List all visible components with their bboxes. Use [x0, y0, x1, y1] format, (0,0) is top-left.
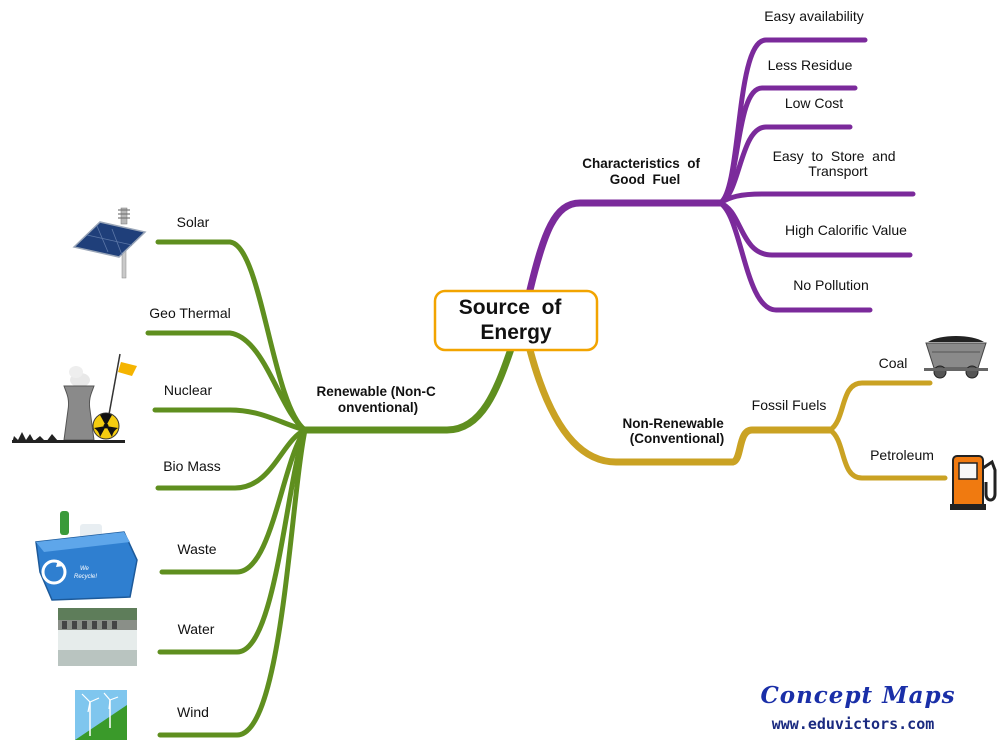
- non-renewable-branch: [526, 346, 948, 481]
- leaf-petroleum: Petroleum: [870, 447, 934, 463]
- branch-line-nuclear: [152, 407, 308, 433]
- non-renewable-main-line: [526, 346, 834, 466]
- non-renewable-label: Non-Renewable (Conventional): [622, 416, 727, 446]
- recycle-bin-lettering: We Recycle!: [74, 566, 97, 580]
- leaf-water: Water: [178, 621, 215, 637]
- renewable-label: Renewable (Non-C onventional): [316, 384, 439, 415]
- recycle-bin-icon: We Recycle!: [35, 511, 138, 601]
- branch-line-easy-to-store: [717, 191, 916, 206]
- branch-line-wind: [157, 427, 308, 738]
- characteristics-label: Characteristics of Good Fuel: [582, 156, 704, 187]
- logo-url: www.eduvictors.com: [772, 715, 935, 733]
- characteristics-label-line-1: Characteristics of: [582, 156, 700, 171]
- renewable-main-line: [301, 342, 516, 434]
- leaf-bio-mass: Bio Mass: [163, 458, 221, 474]
- central-node-title: Source of Energy: [459, 296, 568, 344]
- branch-line-waste: [159, 427, 308, 575]
- fossil-fuels-label: Fossil Fuels: [752, 397, 827, 413]
- recycle-bin-lettering-line-2: Recycle!: [74, 574, 97, 580]
- leaf-easy-to-store-line-1: Easy to Store and: [773, 148, 896, 164]
- branch-line-bio-mass: [155, 427, 308, 491]
- leaf-high-calorific-value: High Calorific Value: [785, 222, 907, 238]
- coal-cart-icon: [924, 336, 988, 379]
- leaf-waste: Waste: [177, 541, 216, 557]
- leaf-less-residue: Less Residue: [768, 57, 853, 73]
- leaf-nuclear: Nuclear: [164, 382, 213, 398]
- leaf-no-pollution: No Pollution: [793, 277, 869, 293]
- leaf-coal: Coal: [879, 355, 908, 371]
- branch-line-no-pollution: [717, 200, 873, 313]
- central-node-box: [433, 289, 599, 352]
- branch-line-geo-thermal: [145, 330, 308, 433]
- nuclear-plant-icon: [12, 353, 137, 443]
- solar-panel-icon: [72, 207, 147, 279]
- dam-water-icon: [58, 608, 137, 666]
- central-node: Source of Energy: [433, 289, 599, 352]
- leaf-geo-thermal: Geo Thermal: [149, 305, 230, 321]
- fuel-pump-icon: [950, 455, 997, 510]
- logo-title: Concept Maps: [760, 682, 955, 709]
- wind-turbine-icon: [75, 690, 127, 740]
- leaf-solar: Solar: [177, 214, 210, 230]
- non-renewable-label-line-2: (Conventional): [630, 431, 725, 446]
- central-node-line-2: Energy: [480, 321, 552, 344]
- characteristics-label-line-2: Good Fuel: [610, 172, 681, 187]
- characteristics-branch: [526, 37, 916, 313]
- renewable-branch: [145, 239, 516, 738]
- branch-line-petroleum: [827, 427, 948, 481]
- non-renewable-label-line-1: Non-Renewable: [622, 416, 724, 431]
- central-node-line-1: Source of: [459, 296, 563, 319]
- characteristics-main-line: [526, 199, 724, 294]
- recycle-bin-lettering-line-1: We: [80, 566, 90, 572]
- branch-line-coal: [827, 380, 933, 433]
- leaf-easy-availability: Easy availability: [764, 8, 864, 24]
- leaf-wind: Wind: [177, 704, 209, 720]
- leaf-easy-to-store: Easy to Store and Transport: [773, 148, 900, 179]
- renewable-label-line-2: onventional): [338, 400, 418, 415]
- leaf-low-cost: Low Cost: [785, 95, 843, 111]
- leaf-easy-to-store-line-2: Transport: [808, 163, 868, 179]
- branch-line-water: [157, 427, 308, 655]
- renewable-label-line-1: Renewable (Non-C: [316, 384, 436, 399]
